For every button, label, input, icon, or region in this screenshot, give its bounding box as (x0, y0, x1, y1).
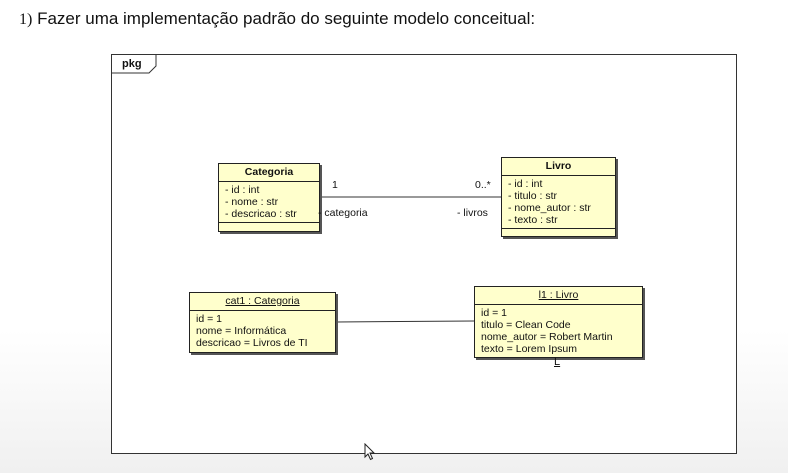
multiplicity-categoria: 1 (332, 179, 338, 191)
object-cat1[interactable]: cat1 : Categoria id = 1 nome = Informáti… (189, 292, 336, 353)
class-livro-attributes: - id : int - titulo : str - nome_autor :… (502, 176, 615, 229)
class-livro-operations (502, 229, 615, 235)
attribute: - titulo : str (508, 190, 558, 202)
slot: nome_autor = Robert Martin (481, 331, 613, 343)
object-cat1-name: cat1 : Categoria (190, 293, 335, 311)
class-categoria-operations (219, 223, 319, 229)
slot: id = 1 (196, 313, 222, 325)
slot: descricao = Livros de TI (196, 337, 308, 349)
package-label: pkg (122, 58, 142, 70)
slot: titulo = Clean Code (481, 319, 571, 331)
heading-text: Fazer uma implementação padrão do seguin… (37, 9, 536, 28)
attribute: - nome : str (225, 196, 279, 208)
package-tab (111, 54, 157, 74)
role-livros: - livros (457, 207, 488, 219)
class-categoria-name: Categoria (219, 164, 319, 182)
class-livro-name: Livro (502, 158, 615, 176)
note-mark: L (554, 356, 561, 368)
slot: id = 1 (481, 307, 507, 319)
class-categoria[interactable]: Categoria - id : int - nome : str - desc… (218, 163, 320, 232)
attribute: - id : int (508, 178, 543, 190)
object-l1-slots: id = 1 titulo = Clean Code nome_autor = … (475, 305, 642, 357)
slot: texto = Lorem Ipsum (481, 343, 578, 355)
object-l1[interactable]: l1 : Livro id = 1 titulo = Clean Code no… (474, 286, 643, 358)
attribute: - nome_autor : str (508, 202, 591, 214)
object-link-line (335, 320, 475, 323)
attribute: - texto : str (508, 214, 558, 226)
attribute: - descricao : str (225, 208, 297, 220)
package-frame: pkg (111, 54, 737, 454)
class-livro[interactable]: Livro - id : int - titulo : str - nome_a… (501, 157, 616, 237)
attribute: - id : int (225, 184, 260, 196)
multiplicity-livro: 0..* (475, 179, 491, 191)
slot: nome = Informática (196, 325, 287, 337)
heading-number: 1) (19, 11, 33, 28)
role-categoria: - categoria (318, 207, 368, 219)
class-categoria-attributes: - id : int - nome : str - descricao : st… (219, 182, 319, 223)
mouse-pointer-icon (364, 443, 376, 461)
object-cat1-slots: id = 1 nome = Informática descricao = Li… (190, 311, 335, 351)
instruction-heading: 1) Fazer uma implementação padrão do seg… (19, 9, 535, 29)
object-l1-name: l1 : Livro (475, 287, 642, 305)
